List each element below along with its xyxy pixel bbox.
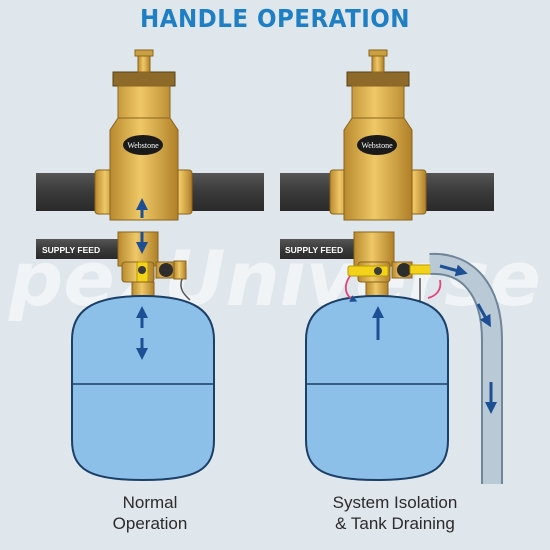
caption-line: System Isolation	[332, 493, 458, 512]
brand-label: Webstone	[361, 141, 393, 150]
caption-isolation-draining: System Isolation & Tank Draining	[300, 492, 490, 534]
supply-feed-label: SUPPLY FEED	[42, 245, 100, 255]
expansion-tank	[71, 294, 215, 482]
handle-nut	[138, 266, 146, 274]
tee-fitting	[353, 231, 395, 267]
vent-cap	[346, 71, 410, 87]
handle-nut	[374, 267, 382, 275]
vent-valve-top	[134, 49, 154, 57]
brand-badge	[123, 135, 163, 155]
rotate-arrow-right	[427, 279, 442, 299]
rotate-arrow-left	[344, 275, 358, 302]
panel-isolation-draining: Webstone SUPPLY FEED	[280, 49, 503, 484]
vent-cap	[112, 71, 176, 87]
drain-handle-lever[interactable]	[409, 264, 433, 275]
supply-feed-pipe	[36, 239, 120, 259]
caption-line: & Tank Draining	[335, 514, 455, 533]
vent-valve	[371, 53, 385, 73]
drain-cap	[173, 260, 187, 280]
vent-valve	[137, 53, 151, 73]
vent-valve-top	[368, 49, 388, 57]
expansion-tank	[305, 294, 449, 482]
panel-normal-operation: Webstone SUPPLY FEED	[36, 49, 264, 482]
page-title: HANDLE OPERATION	[139, 4, 411, 33]
supply-feed-label: SUPPLY FEED	[285, 245, 343, 255]
tee-fitting	[117, 231, 159, 267]
hose-arrow-2	[476, 303, 491, 328]
caption-normal-operation: Normal Operation	[60, 492, 240, 534]
supply-feed-pipe	[280, 239, 356, 259]
drain-handle[interactable]	[159, 263, 173, 277]
cap-chain	[180, 278, 191, 301]
caption-line: Operation	[112, 514, 188, 533]
hose-arrow-1	[439, 264, 468, 277]
drain-handle[interactable]	[397, 263, 411, 277]
brand-label: Webstone	[127, 141, 159, 150]
caption-line: Normal	[122, 493, 178, 512]
brand-badge	[357, 135, 397, 155]
